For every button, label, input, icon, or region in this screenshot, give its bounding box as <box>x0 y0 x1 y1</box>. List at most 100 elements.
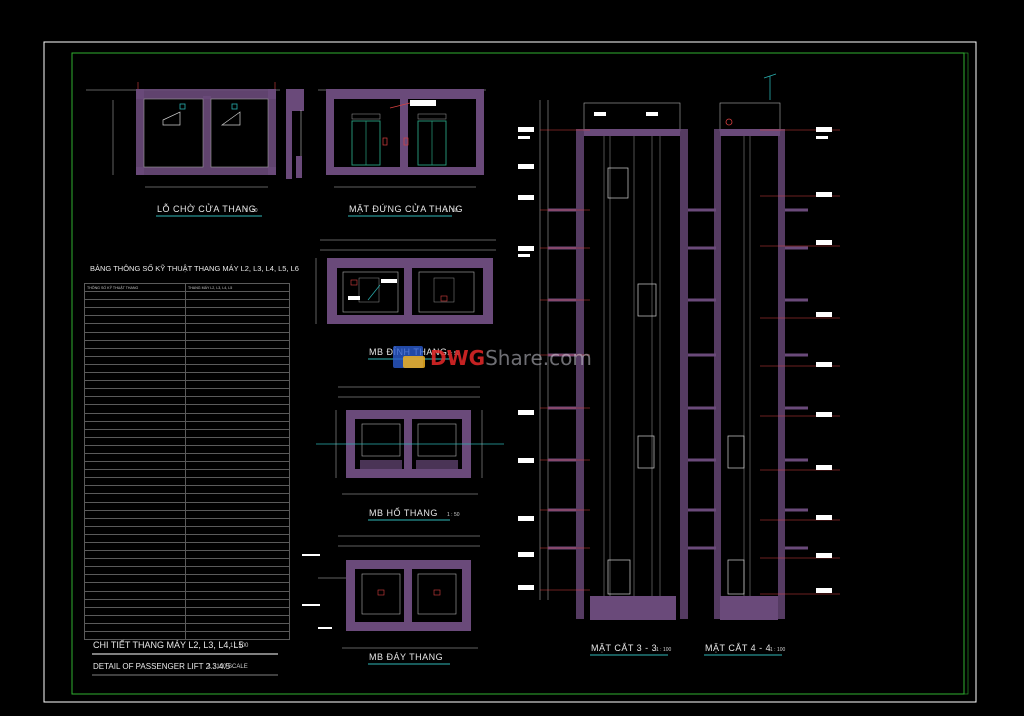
sheet-outer-frame <box>43 41 977 703</box>
spec-param-cell <box>84 631 186 641</box>
spec-table-row <box>84 436 290 446</box>
spec-param-cell <box>84 315 186 325</box>
spec-param-cell <box>84 582 186 592</box>
spec-table-row <box>84 291 290 301</box>
spec-table-row <box>84 461 290 471</box>
spec-param-cell <box>84 574 186 584</box>
spec-param-cell <box>84 412 186 422</box>
spec-table-row <box>84 380 290 390</box>
title-mb-ho-scale: 1 : 50 <box>447 512 460 518</box>
spec-table-row <box>84 388 290 398</box>
spec-table-row <box>84 558 290 568</box>
spec-table-row <box>84 315 290 325</box>
spec-value-cell <box>185 347 290 357</box>
spec-value-cell <box>185 331 290 341</box>
spec-table-row <box>84 550 290 560</box>
title-mat-cat-44-scale: 1 : 100 <box>770 647 786 653</box>
title-mat-cat-44: MẶT CẮT 4 - 4 <box>705 643 772 653</box>
section-4-4-drawing <box>704 73 840 656</box>
spec-value-cell <box>185 307 290 317</box>
spec-value-cell <box>185 461 290 471</box>
spec-param-cell: THÔNG SỐ KỸ THUẬT THANG <box>84 282 186 293</box>
spec-table-row <box>84 493 290 503</box>
spec-table-row <box>84 533 290 544</box>
title-mat-cat-33-scale: 1 : 100 <box>656 647 672 653</box>
spec-table-row <box>84 469 290 479</box>
spec-param-cell <box>84 436 186 446</box>
spec-param-cell <box>84 355 186 365</box>
sheet-inner-frame-2 <box>963 52 969 695</box>
spec-param-cell <box>84 598 186 608</box>
spec-table-row <box>84 566 290 576</box>
title-mb-dinh-scale: 1 : 50 <box>447 351 460 357</box>
door-opening-drawing <box>86 82 304 188</box>
spec-param-cell <box>84 550 186 560</box>
spec-value-cell <box>185 452 290 463</box>
spec-table-row <box>84 412 290 422</box>
spec-param-cell <box>84 339 186 349</box>
spec-table-row <box>84 331 290 341</box>
title-chi-tiet: CHI TIẾT THANG MÁY L2, L3, L4, L5 <box>93 640 244 650</box>
spec-table-title: BẢNG THÔNG SỐ KỸ THUẬT THANG MÁY L2, L3,… <box>90 264 299 273</box>
spec-table-row <box>84 299 290 309</box>
spec-value-cell <box>185 380 290 390</box>
spec-param-cell <box>84 558 186 568</box>
spec-param-cell <box>84 307 186 317</box>
spec-param-cell <box>84 485 186 495</box>
spec-value-cell <box>185 299 290 309</box>
spec-value-cell <box>185 501 290 511</box>
spec-table-row <box>84 452 290 463</box>
spec-value-cell <box>185 436 290 446</box>
title-lo-cho-scale: 1 : 50 <box>245 208 258 214</box>
spec-value-cell <box>185 355 290 365</box>
spec-value-cell <box>185 622 290 633</box>
spec-table-row <box>84 614 290 624</box>
spec-table-row <box>84 363 290 374</box>
spec-param-cell <box>84 299 186 309</box>
spec-param-cell <box>84 566 186 576</box>
spec-param-cell <box>84 323 186 333</box>
spec-param-cell <box>84 420 186 430</box>
spec-param-cell <box>84 525 186 535</box>
spec-param-cell <box>84 541 186 552</box>
spec-table-row <box>84 509 290 519</box>
spec-param-cell <box>84 509 186 519</box>
spec-value-cell <box>185 566 290 576</box>
spec-table-row <box>84 372 290 382</box>
spec-table-row <box>84 420 290 430</box>
title-mat-dung-scale: 1 : 50 <box>445 208 458 214</box>
spec-table-row <box>84 339 290 349</box>
title-mat-dung: MẶT ĐỨNG CỬA THANG <box>349 204 464 214</box>
spec-param-cell <box>84 469 186 479</box>
spec-value-cell <box>185 412 290 422</box>
spec-table-row <box>84 501 290 511</box>
spec-value-cell <box>185 339 290 349</box>
spec-param-cell <box>84 396 186 406</box>
door-elevation-drawing <box>318 89 486 188</box>
spec-table-row <box>84 428 290 438</box>
spec-value-cell <box>185 372 290 382</box>
spec-param-cell <box>84 404 186 414</box>
spec-table-row <box>84 590 290 600</box>
watermark-brand-rest: Share.com <box>485 346 592 370</box>
spec-param-cell <box>84 622 186 633</box>
spec-param-cell <box>84 380 186 390</box>
spec-table-row <box>84 517 290 527</box>
spec-table-row <box>84 631 290 641</box>
spec-value-cell <box>185 404 290 414</box>
spec-param-cell <box>84 493 186 503</box>
spec-param-cell <box>84 452 186 463</box>
spec-param-cell <box>84 331 186 341</box>
watermark-brand-red: DWG <box>430 346 486 370</box>
spec-value-cell <box>185 590 290 600</box>
spec-value-cell <box>185 606 290 616</box>
spec-param-cell <box>84 291 186 301</box>
spec-table-row <box>84 606 290 616</box>
spec-value-cell <box>185 388 290 398</box>
title-mb-ho: MB HỐ THANG <box>369 508 438 518</box>
spec-table-row <box>84 541 290 552</box>
spec-value-cell <box>185 323 290 333</box>
spec-value-cell <box>185 420 290 430</box>
bottom-plan-drawing <box>302 535 480 649</box>
spec-table-row <box>84 622 290 633</box>
